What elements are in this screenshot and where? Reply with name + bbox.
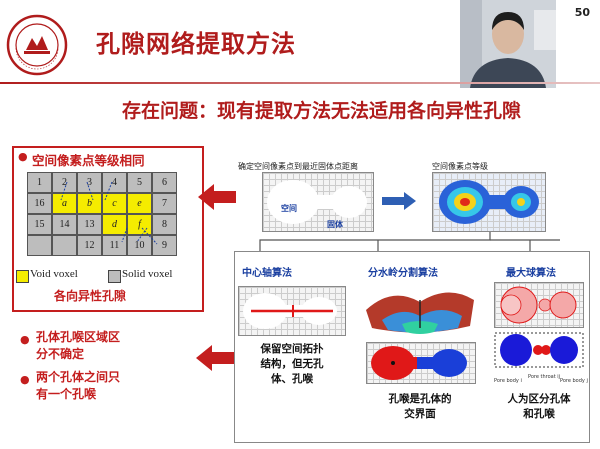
method-watershed-title: 分水岭分割算法 — [368, 268, 438, 279]
void-voxel-cell: a — [52, 193, 77, 214]
bullet-icon: ● — [18, 150, 28, 163]
pore-body-i-label: Pore body i — [494, 378, 522, 384]
solid-voxel-cell — [52, 235, 77, 256]
university-logo-icon — [6, 14, 68, 76]
solid-voxel-cell: 8 — [152, 214, 177, 235]
solid-voxel-cell: 10 — [127, 235, 152, 256]
presenter-webcam — [460, 0, 556, 88]
method-medial-axis-title: 中心轴算法 — [242, 268, 292, 279]
method-watershed-desc: 孔喉是孔体的 交界面 — [388, 393, 452, 420]
pore-throat-label: Pore throat ij — [528, 374, 561, 380]
method-medial-axis-desc: 保留空间拓扑 结构，但无孔 体、孔喉 — [260, 343, 324, 385]
solid-voxel-cell: 4 — [102, 172, 127, 193]
solid-voxel-cell: 2 — [52, 172, 77, 193]
void-voxel-cell: d — [102, 214, 127, 235]
connector-lines — [259, 232, 560, 252]
solid-voxel-cell: 13 — [77, 214, 102, 235]
presenter-figure-icon — [460, 0, 556, 88]
panel-title: 空间像素点等级相同 — [32, 153, 145, 168]
legend-solid-label: Solid voxel — [122, 268, 173, 280]
solid-voxel-cell: 15 — [27, 214, 52, 235]
problem-1: 孔体孔喉区域区 分不确定 — [36, 330, 121, 361]
pore-space-image: 空间 固体 — [262, 172, 374, 232]
max-ball-pore-diagram — [494, 332, 584, 368]
space-label: 空间 — [281, 204, 297, 213]
solid-label: 固体 — [327, 220, 343, 229]
solid-voxel-cell: 11 — [102, 235, 127, 256]
solid-voxel-cell: 1 — [27, 172, 52, 193]
slide-subtitle: 存在问题：现有提取方法无法适用各向异性孔隙 — [122, 100, 522, 122]
method-max-ball-title: 最大球算法 — [506, 268, 556, 279]
bullet-icon: ● — [20, 333, 30, 346]
watershed-segmentation-image — [366, 342, 476, 384]
solid-voxel-cell: 9 — [152, 235, 177, 256]
page-number: 50 — [574, 6, 590, 19]
slide-title: 孔隙网络提取方法 — [96, 30, 296, 58]
solid-voxel-cell: 7 — [152, 193, 177, 214]
pore-grade-heatmap — [432, 172, 546, 232]
void-voxel-cell: f — [127, 214, 152, 235]
problem-2: 两个孔体之间只 有一个孔喉 — [36, 370, 121, 401]
solid-voxel-cell: 5 — [127, 172, 152, 193]
max-ball-spheres-image — [494, 282, 584, 328]
watershed-surface-image — [366, 292, 474, 334]
pore-body-j-label: Pore body j — [560, 378, 588, 384]
solid-voxel-cell: 14 — [52, 214, 77, 235]
panel-caption: 各向异性孔隙 — [54, 289, 127, 303]
solid-voxel-cell: 16 — [27, 193, 52, 214]
void-voxel-cell: e — [127, 193, 152, 214]
solid-voxel-cell — [27, 235, 52, 256]
header-divider — [0, 82, 600, 84]
void-swatch — [16, 270, 29, 283]
method-max-ball-desc: 人为区分孔体 和孔喉 — [507, 393, 571, 420]
grade-caption: 空间像素点等级 — [432, 162, 488, 171]
void-voxel-cell: c — [102, 193, 127, 214]
legend-void-label: Void voxel — [30, 268, 78, 280]
arrow-left-icon — [198, 184, 236, 210]
solid-swatch — [108, 270, 121, 283]
arrow-left-icon — [196, 345, 234, 371]
void-voxel-cell: b — [77, 193, 102, 214]
solid-voxel-cell: 3 — [77, 172, 102, 193]
arrow-right-icon — [382, 192, 416, 210]
solid-voxel-cell: 6 — [152, 172, 177, 193]
flow-arrows-overlay — [60, 181, 158, 245]
distance-caption: 确定空间像素点到最近固体点距离 — [238, 162, 358, 171]
bullet-icon: ● — [20, 373, 30, 386]
solid-voxel-cell: 12 — [77, 235, 102, 256]
medial-axis-image — [238, 286, 346, 336]
